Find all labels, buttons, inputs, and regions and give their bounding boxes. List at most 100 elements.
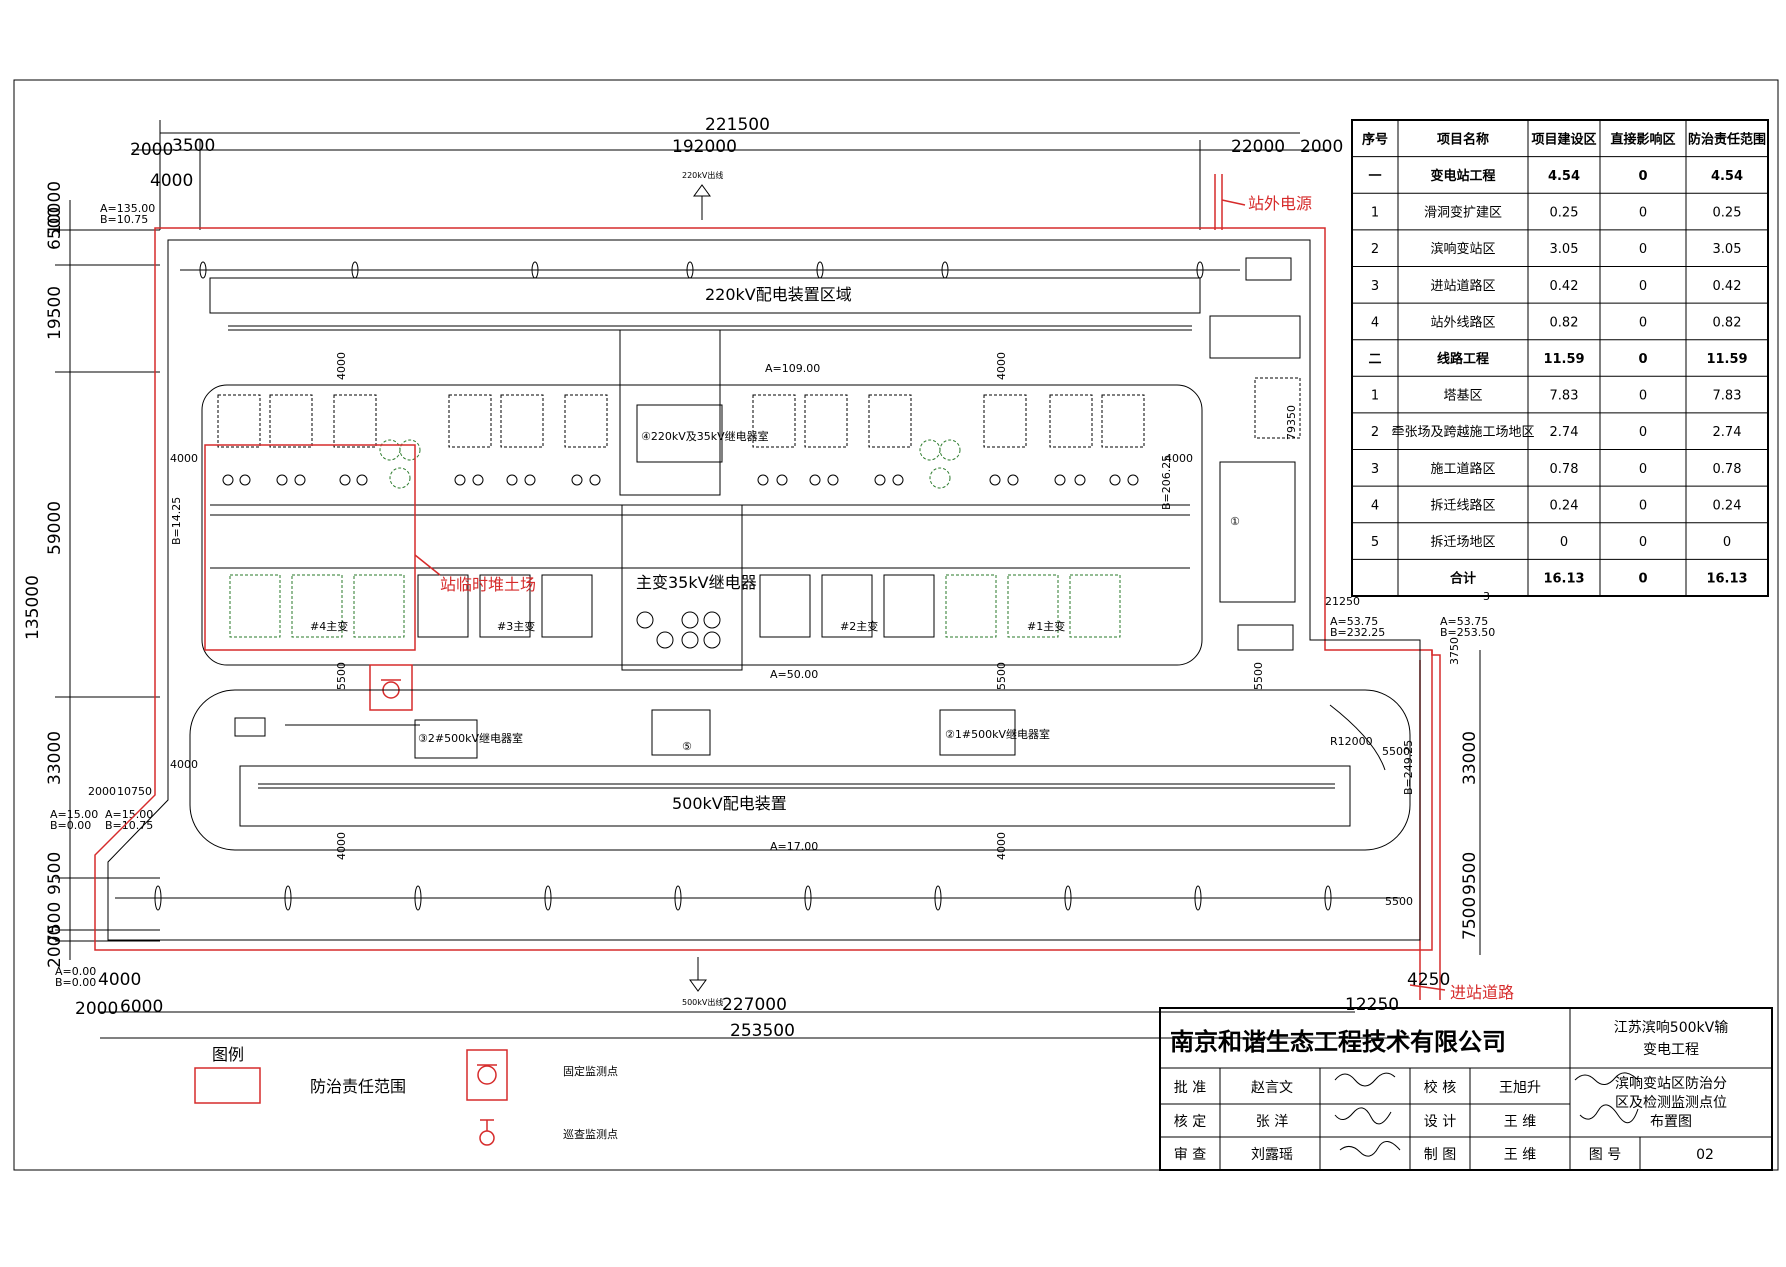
svg-text:500kV出线: 500kV出线	[682, 997, 723, 1007]
access-road-label: 进站道路	[1450, 983, 1514, 1002]
coord-b14: B=14.25	[170, 497, 183, 545]
table-cell: 11.59	[1706, 352, 1747, 367]
table-cell: 7.83	[1550, 389, 1579, 404]
table-cell: 0.82	[1550, 315, 1579, 330]
table-cell: 一	[1368, 169, 1381, 184]
table-cell: 线路工程	[1437, 351, 1489, 367]
legend-title: 图例	[212, 1045, 244, 1064]
table-cell: 合计	[1450, 571, 1476, 587]
signoff-field: 刘露瑶	[1251, 1147, 1293, 1163]
table-cell: 16.13	[1543, 572, 1584, 587]
dim-r-7500: 7500	[1460, 897, 1480, 940]
dim-bot-6000: 6000	[120, 997, 163, 1017]
table-cell: 0.25	[1713, 206, 1742, 221]
coord-a17: A=17.00	[770, 840, 818, 853]
dim-r-79350: 79350	[1285, 405, 1298, 440]
dim-r-33000: 33000	[1460, 731, 1480, 785]
dim-4000-g: 4000	[995, 832, 1008, 860]
table-cell: 16.13	[1706, 572, 1747, 587]
bldg-1-label: ①	[1230, 515, 1240, 528]
signoff-field: 张 洋	[1256, 1114, 1288, 1130]
table-cell: 站外线路区	[1430, 314, 1495, 330]
top-dimensions: 221500 192000 2000 3500 4000 22000 2000	[130, 115, 1343, 230]
dim-top-l1: 2000	[130, 140, 173, 160]
tr2-label: #2主变	[840, 619, 878, 633]
fixed-monitor-symbol	[369, 664, 413, 711]
table-cell: 0	[1639, 425, 1647, 440]
table-cell: 4	[1371, 498, 1379, 513]
monitor-marker-500	[234, 717, 266, 737]
table-cell: 塔基区	[1443, 389, 1482, 404]
left-dimensions: 135000 6500 19500 59000 33000 9500 7500 …	[23, 181, 160, 968]
dim-l-19500: 19500	[45, 286, 65, 340]
signoff-field: 王 维	[1504, 1147, 1536, 1163]
bldg-500-1: ②1#500kV继电器室	[945, 727, 1050, 741]
area-220kv: 220kV配电装置区域	[180, 257, 1301, 359]
table-cell: 0.78	[1550, 462, 1579, 477]
svg-text:220kV出线: 220kV出线	[682, 170, 723, 180]
transformer-area: ④220kV及35kV继电器室 主变35kV继电器	[170, 329, 1203, 671]
table-cell: 0	[1639, 279, 1647, 294]
table-cell: 5	[1371, 535, 1379, 550]
table-cell: 0.25	[1550, 206, 1579, 221]
transformer-bays	[229, 574, 1121, 638]
dim-4000-a: 4000	[170, 452, 198, 465]
signoff-field: 审 查	[1174, 1147, 1206, 1163]
table-header: 序号	[1362, 131, 1388, 147]
dim-top-r1: 22000	[1231, 137, 1285, 157]
reactor-circles	[379, 439, 961, 489]
legend-boundary-label: 防治责任范围	[310, 1077, 406, 1096]
dim-top-r2: 2000	[1300, 137, 1343, 157]
table-header: 防治责任范围	[1688, 131, 1766, 147]
drawing-frame	[13, 79, 1779, 1171]
table-cell: 0	[1638, 352, 1647, 367]
table-cell: 施工道路区	[1430, 461, 1495, 477]
dim-bot-10750: 10750	[117, 785, 152, 798]
table-cell: 3	[1371, 462, 1379, 477]
legend-fixed-label: 固定监测点	[563, 1064, 618, 1078]
table-cell: 11.59	[1543, 352, 1584, 367]
coord-a5375-r: A=53.75	[1440, 615, 1488, 628]
signature-1	[1334, 1072, 1396, 1087]
dim-l-10000: 10000	[45, 181, 65, 235]
table-cell: 拆迁线路区	[1430, 497, 1495, 513]
table-cell: 0.42	[1713, 279, 1742, 294]
tr4-label: #4主变	[310, 619, 348, 633]
dim-top-total: 221500	[705, 115, 770, 135]
table-cell: 4	[1371, 315, 1379, 330]
drawing-title-line1: 滨响变站区防治分	[1615, 1076, 1727, 1092]
dim-top-mid: 192000	[672, 137, 737, 157]
legend-patrol-label: 巡查监测点	[563, 1127, 618, 1141]
signoff-field: 设 计	[1424, 1114, 1456, 1130]
tr1-label: #1主变	[1027, 619, 1065, 633]
dim-4000-f: 4000	[335, 832, 348, 860]
table-cell: 0	[1560, 535, 1568, 550]
company-name: 南京和谐生态工程技术有限公司	[1170, 1028, 1506, 1056]
legend: 图例 防治责任范围 固定监测点 巡查监测点	[194, 1045, 618, 1146]
dim-bot-4000: 4000	[98, 970, 141, 990]
dim-4000-d: 4000	[995, 352, 1008, 380]
access-road: 进站道路	[1409, 983, 1514, 1002]
table-cell: 滑洞变扩建区	[1424, 205, 1502, 221]
title-block: 南京和谐生态工程技术有限公司 江苏滨响500kV输 变电工程 滨响变站区防治分 …	[1159, 1007, 1773, 1171]
signature-2	[1334, 1107, 1392, 1125]
table-cell: 2.74	[1713, 425, 1742, 440]
dim-r-21250: 21250	[1325, 595, 1360, 608]
dim-l-2000: 2000	[45, 925, 65, 968]
dim-top-l3: 4000	[150, 171, 193, 191]
table-header: 项目名称	[1437, 131, 1489, 147]
coord-a15: A=15.00	[50, 808, 98, 821]
line-500-outgoing	[115, 885, 1400, 911]
table-cell: 二	[1368, 352, 1381, 367]
signoff-field: 制 图	[1424, 1147, 1456, 1163]
signature-5	[1579, 1104, 1639, 1124]
drawing-no: 02	[1696, 1147, 1714, 1163]
bldg-220-35: ④220kV及35kV继电器室	[641, 429, 769, 443]
dim-4000-b: 4000	[1165, 452, 1193, 465]
coord-b249: B=249.25	[1402, 740, 1415, 795]
boundary-outline	[94, 227, 1433, 951]
r12000-label: R12000	[1330, 735, 1373, 748]
switch-circles	[222, 474, 1139, 486]
